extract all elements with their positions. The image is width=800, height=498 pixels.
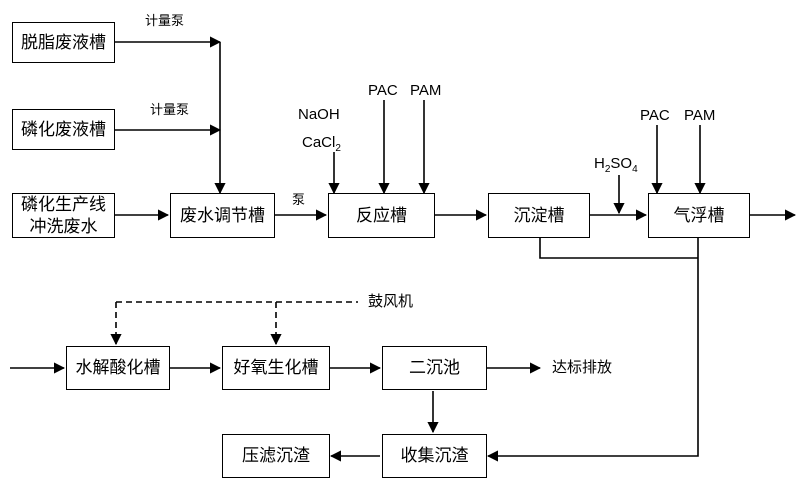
- pac-label-1: PAC: [368, 82, 398, 99]
- h2so4-so-subscript: 4: [632, 164, 638, 175]
- h2so4-label: H2SO4: [594, 155, 638, 175]
- naoh-label: NaOH: [298, 106, 340, 123]
- h2so4-h-subscript: 2: [604, 164, 611, 175]
- h2so4-so: SO: [610, 155, 633, 172]
- secondary-clarifier-box: 二沉池: [382, 346, 487, 390]
- cacl2-base: CaCl: [302, 134, 336, 151]
- hydrolysis-tank-box: 水解酸化槽: [66, 346, 170, 390]
- pam-label-1: PAM: [410, 82, 442, 99]
- sludge-line-flotation: [486, 238, 699, 462]
- h2so4-h: H: [594, 155, 605, 172]
- regulating-tank-box: 废水调节槽: [170, 193, 275, 238]
- pump-label: 泵: [292, 193, 306, 208]
- blower-label: 鼓风机: [368, 292, 414, 310]
- discharge-label: 达标排放: [552, 358, 613, 376]
- sludge-line-settling: [539, 238, 698, 259]
- reaction-tank-box: 反应槽: [328, 193, 435, 238]
- pam-label-2: PAM: [684, 107, 716, 124]
- metering-pump-label-2: 计量泵: [150, 103, 190, 118]
- cacl2-subscript: 2: [335, 143, 341, 154]
- settling-tank-box: 沉淀槽: [488, 193, 590, 238]
- degreasing-tank-box: 脱脂废液槽: [12, 22, 115, 63]
- flotation-tank-box: 气浮槽: [648, 193, 750, 238]
- metering-pump-label-1: 计量泵: [145, 14, 185, 29]
- phosphating-rinse-label: 磷化生产线冲洗废水: [21, 194, 106, 237]
- pac-label-2: PAC: [640, 107, 670, 124]
- sludge-collection-box: 收集沉渣: [382, 434, 487, 478]
- phosphating-rinse-box: 磷化生产线冲洗废水: [12, 193, 115, 238]
- cacl2-label: CaCl2: [302, 134, 341, 154]
- filter-press-box: 压滤沉渣: [222, 434, 330, 478]
- phosphating-tank-box: 磷化废液槽: [12, 109, 115, 150]
- aerobic-tank-box: 好氧生化槽: [222, 346, 330, 390]
